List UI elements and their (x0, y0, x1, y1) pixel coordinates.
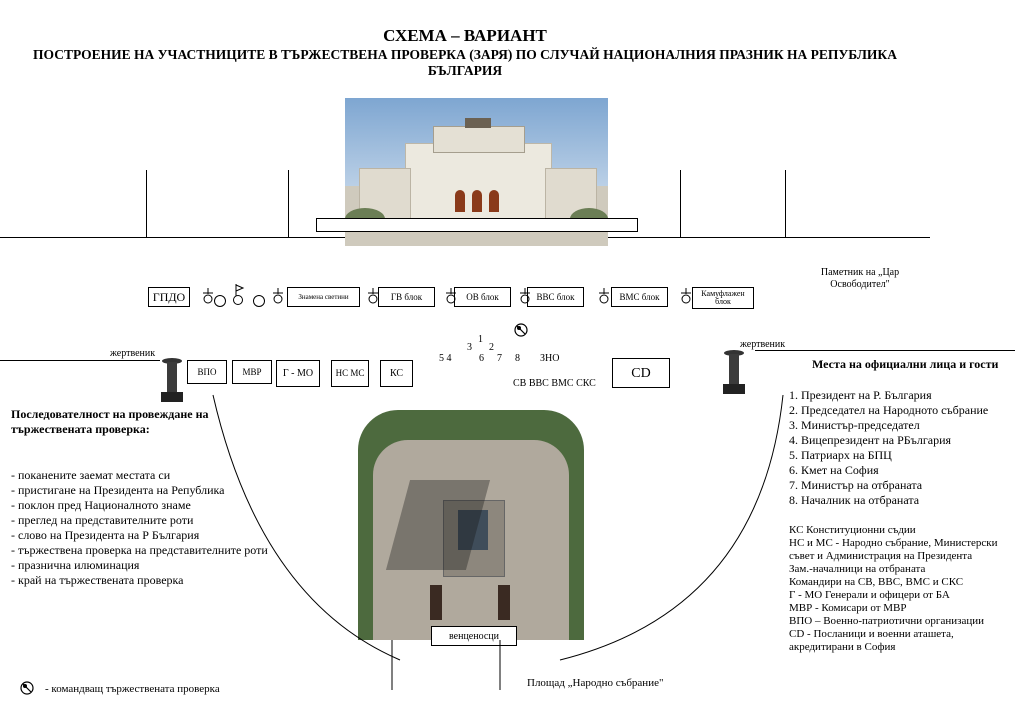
places-extra-item: Г - МО Генерали и офицери от БА (789, 589, 950, 601)
building-frame-right (680, 170, 681, 237)
block-vpo: ВПО (187, 360, 227, 384)
banner-person-icon (519, 288, 531, 304)
position-zno: ЗНО (540, 353, 560, 364)
places-item: 4. Вицепрезидент на РБългария (789, 433, 952, 447)
sequence-heading: Последователност на провеждане на тържес… (11, 407, 209, 436)
banner-person-icon (680, 288, 692, 304)
position-3: 3 (467, 342, 472, 353)
building-base-box (316, 218, 638, 232)
wreath-bearers-label: венценосци (431, 626, 517, 646)
block-nsms: НС МС (331, 360, 369, 387)
places-extra-item: НС и МС - Народно събрание, Министерски … (789, 537, 998, 562)
position-8: 8 (515, 353, 520, 364)
block-flags: Знамена светини (287, 287, 360, 307)
places-extra-item: Зам.-началници на отбраната (789, 563, 926, 575)
places-extra-item: ВПО – Военно-патриотични организации (789, 615, 984, 627)
block-ks: КС (380, 360, 413, 387)
sequence-item: - преглед на представителните роти (11, 513, 194, 527)
building-frame-left (288, 170, 289, 237)
sequence-item: - пристигане на Президента на Република (11, 483, 225, 497)
circle-marker-icon (214, 295, 226, 307)
altar-icon (159, 358, 185, 404)
altar-left-label: жертвеник (110, 348, 156, 359)
places-item: 7. Министър на отбраната (789, 478, 923, 492)
page-title: СХЕМА – ВАРИАНТ (383, 26, 547, 45)
block-gv: ГВ блок (378, 287, 435, 307)
sequence-item: - слово на Президента на Р България (11, 528, 200, 542)
monument-aerial-image (358, 410, 584, 640)
banner-person-icon (202, 288, 214, 304)
position-2: 2 (489, 342, 494, 353)
altar-icon (721, 350, 747, 396)
banner-person-icon (445, 288, 457, 304)
places-list: 1. Президент на Р. България 2. Председат… (789, 388, 1001, 508)
places-item: 6. Кмет на София (789, 463, 879, 477)
position-1: 1 (478, 334, 483, 345)
flag-bearer-icon (232, 284, 246, 306)
block-ov: ОВ блок (454, 287, 511, 307)
commander-symbol-icon (514, 323, 528, 337)
sequence-item: - поканените заемат местата си (11, 468, 171, 482)
position-6: 6 (479, 353, 484, 364)
places-item: 8. Началник на отбраната (789, 493, 920, 507)
curb-right (755, 350, 1015, 351)
circle-marker-icon (253, 295, 265, 307)
sequence-item: - тържествена проверка на представителни… (11, 543, 268, 557)
places-item: 1. Президент на Р. България (789, 388, 932, 402)
street-line-right (785, 170, 786, 237)
legend-text: - командващ тържествената проверка (45, 683, 220, 695)
altar-right-label: жертвеник (740, 339, 786, 350)
street-line-left (146, 170, 147, 237)
places-item: 5. Патриарх на БПЦ (789, 448, 892, 462)
places-item: 3. Министър-председател (789, 418, 920, 432)
position-5-4: 5 4 (439, 353, 452, 364)
block-camouflage: Камуфлажен блок (692, 287, 754, 309)
places-extra-item: Командири на СВ, ВВС, ВМС и СКС (789, 576, 964, 588)
sequence-list: - поканените заемат местата си - пристиг… (11, 468, 291, 588)
position-commanders: СВ ВВС ВМС СКС (513, 378, 596, 389)
places-extra-item: МВР - Комисари от МВР (789, 602, 907, 614)
block-gpdo: ГПДО (148, 287, 190, 307)
page-subtitle: ПОСТРОЕНИЕ НА УЧАСТНИЦИТЕ В ТЪРЖЕСТВЕНА … (33, 47, 897, 78)
places-item: 2. Председател на Народното събрание (789, 403, 989, 417)
banner-person-icon (272, 288, 284, 304)
places-heading: Места на официални лица и гости (812, 357, 999, 371)
sequence-item: - край на тържествената проверка (11, 573, 184, 587)
banner-person-icon (367, 288, 379, 304)
block-vvs: ВВС блок (527, 287, 584, 307)
square-label: Площад „Народно събрание" (527, 677, 664, 689)
curb-left (0, 360, 160, 361)
places-extra-item: CD - Посланици и военни аташета, акредит… (789, 628, 954, 653)
block-gmo: Г - МО (276, 360, 320, 387)
places-extra-item: КС Конституционни съдии (789, 524, 916, 536)
block-cd: CD (612, 358, 670, 388)
banner-person-icon (598, 288, 610, 304)
monument-label: Паметник на „Цар Освободител" (820, 267, 900, 290)
block-mvr: МВР (232, 360, 272, 384)
position-7: 7 (497, 353, 502, 364)
places-extra: КС Конституционни съдии НС и МС - Народн… (789, 524, 1011, 654)
sequence-item: - поклон пред Националното знаме (11, 498, 191, 512)
commander-symbol-icon (20, 681, 34, 695)
sequence-item: - празнична илюминация (11, 558, 140, 572)
block-vms: ВМС блок (611, 287, 668, 307)
